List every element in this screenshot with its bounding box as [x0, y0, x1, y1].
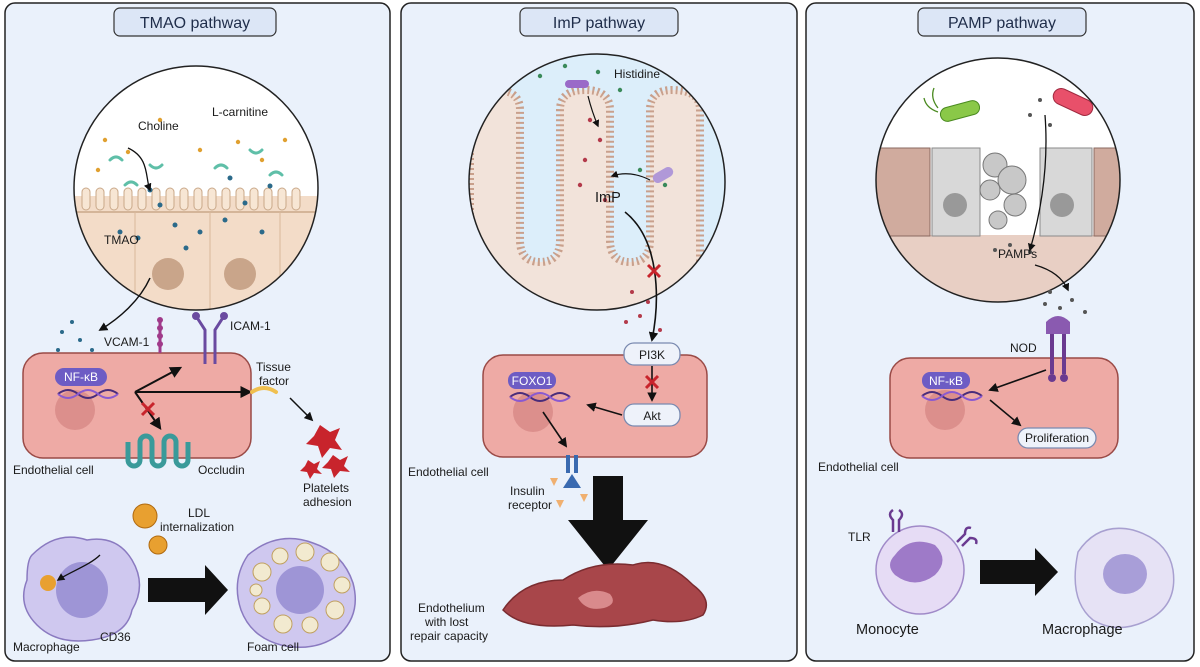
panel-title: TMAO pathway — [140, 15, 250, 32]
vcam1-label: VCAM-1 — [104, 335, 150, 349]
imp-panel: ImP pathway Histid — [400, 2, 798, 662]
vcam1-receptor-icon — [157, 317, 163, 353]
dna-icon — [921, 391, 983, 401]
nfkb-label: NF-κB — [64, 370, 98, 384]
ldl-particle-icon — [132, 503, 168, 555]
macrophage-icon — [1074, 527, 1175, 629]
akt-label: Akt — [643, 409, 661, 423]
inhibition-x-icon — [140, 401, 156, 417]
insulin-receptor-icon — [550, 455, 588, 508]
platelet-icon — [300, 425, 350, 479]
nod-label: NOD — [1010, 341, 1037, 355]
gut-lumen-icon — [468, 53, 726, 311]
tmao-label: TMAO — [104, 233, 139, 247]
icam1-receptor-icon — [192, 312, 228, 364]
icam1-label: ICAM-1 — [230, 319, 271, 333]
gut-lumen-icon — [875, 57, 1121, 303]
choline-label: Choline — [138, 119, 179, 133]
ldl-label-2: internalization — [160, 520, 234, 534]
monocyte-icon — [875, 508, 978, 615]
bacteria-icon — [923, 87, 1094, 122]
tissue-factor-label-1: Tissue — [256, 360, 291, 374]
block-arrow-icon — [568, 476, 648, 570]
endothelial-cell-label: Endothelial cell — [408, 465, 489, 479]
tlr-label: TLR — [848, 530, 871, 544]
tissue-factor-label-2: factor — [259, 374, 289, 388]
nfkb-label: NF-κB — [929, 374, 963, 388]
platelets-label-2: adhesion — [303, 495, 352, 509]
endothelium-label-2: with lost — [424, 615, 469, 629]
block-arrow-icon — [980, 548, 1058, 596]
endothelium-label-3: repair capacity — [410, 629, 488, 643]
imp-label: ImP — [595, 190, 621, 206]
dna-icon — [57, 389, 119, 399]
insulin-receptor-label-2: receptor — [508, 498, 552, 512]
pamps-label: PAMPs — [998, 247, 1037, 261]
foam-cell-label: Foam cell — [247, 640, 299, 654]
macrophage-icon — [22, 536, 141, 642]
nod-receptor-icon — [1046, 316, 1070, 382]
panel-title: ImP pathway — [553, 15, 645, 32]
cd36-label: CD36 — [100, 630, 131, 644]
block-arrow-icon — [148, 565, 228, 615]
l-carnitine-label: L-carnitine — [212, 105, 268, 119]
panel-title: PAMP pathway — [948, 15, 1056, 32]
monocyte-label: Monocyte — [856, 622, 919, 638]
pi3k-label: PI3K — [639, 348, 665, 362]
pamp-panel: PAMP pathway — [805, 2, 1195, 662]
tmao-panel: TMAO pathway — [4, 2, 391, 662]
occludin-label: Occludin — [198, 463, 245, 477]
tlr-receptor-icon — [888, 508, 978, 547]
histidine-label: Histidine — [614, 67, 660, 81]
occludin-icon — [125, 433, 191, 469]
foxo1-label: FOXO1 — [512, 374, 553, 388]
foam-cell-icon — [236, 537, 356, 648]
macrophage-label: Macrophage — [1042, 622, 1123, 638]
dna-icon — [509, 392, 571, 402]
endothelial-cell-label: Endothelial cell — [818, 460, 899, 474]
endothelium-label-1: Endothelium — [418, 601, 485, 615]
macrophage-label: Macrophage — [13, 640, 80, 654]
ldl-label-1: LDL — [188, 506, 210, 520]
proliferation-label: Proliferation — [1025, 431, 1089, 445]
endothelial-cell-label: Endothelial cell — [13, 463, 94, 477]
insulin-receptor-label-1: Insulin — [510, 484, 545, 498]
platelets-label-1: Platelets — [303, 481, 349, 495]
